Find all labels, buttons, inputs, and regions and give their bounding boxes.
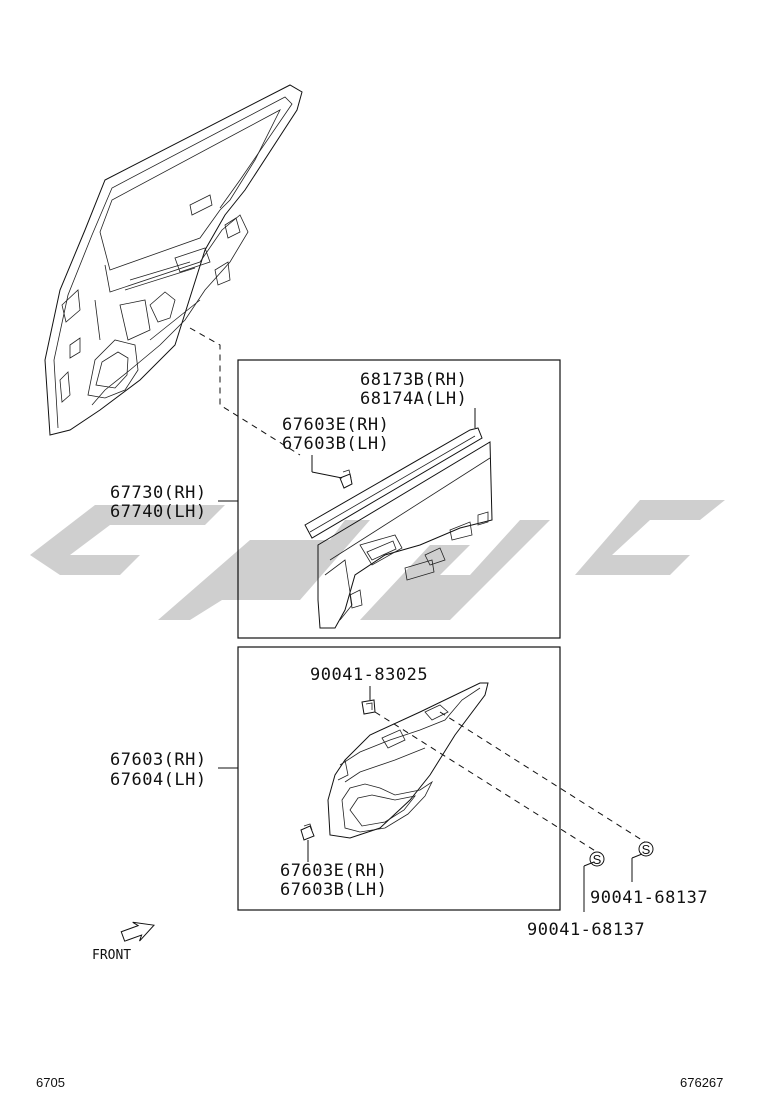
label-clip-lower-rh: 67603E(RH) bbox=[280, 861, 387, 881]
label-screw-bottom: 90041-68137 bbox=[527, 920, 645, 940]
lower-trim-drawing bbox=[327, 682, 489, 839]
door-frame-drawing bbox=[44, 84, 303, 436]
svg-text:S: S bbox=[642, 842, 651, 857]
screw-symbol-right: S bbox=[638, 841, 654, 857]
clip-mid-icon bbox=[361, 699, 376, 715]
label-clip-mid: 90041-83025 bbox=[310, 665, 428, 685]
svg-text:S: S bbox=[593, 852, 602, 867]
label-trim-lh: 67604(LH) bbox=[110, 770, 207, 790]
label-garnish-rh: 68173B(RH) bbox=[360, 370, 467, 390]
leader-screw-right-b bbox=[631, 853, 643, 859]
label-panel-upper-rh: 67730(RH) bbox=[110, 483, 207, 503]
leader-screw-bottom-dashed bbox=[374, 711, 598, 853]
footer-right-code: 676267 bbox=[680, 1075, 723, 1090]
label-garnish-lh: 68174A(LH) bbox=[360, 389, 467, 409]
label-clip-upper-lh: 67603B(LH) bbox=[282, 434, 389, 454]
watermark-logo bbox=[30, 500, 725, 620]
label-clip-lower-lh: 67603B(LH) bbox=[280, 880, 387, 900]
footer-left-code: 6705 bbox=[36, 1075, 65, 1090]
front-arrow-icon bbox=[120, 921, 155, 942]
clip-lower-icon bbox=[300, 823, 315, 841]
leader-screw-bottom-b bbox=[583, 861, 595, 867]
leader-clip-upper-b bbox=[311, 471, 343, 479]
leader-screw-right-dashed bbox=[439, 711, 646, 843]
screw-symbol-bottom: S bbox=[589, 851, 605, 867]
label-clip-upper-rh: 67603E(RH) bbox=[282, 415, 389, 435]
clip-upper-icon bbox=[339, 469, 353, 489]
upper-panel-drawing bbox=[304, 427, 493, 629]
upper-panel-box bbox=[237, 359, 561, 639]
label-panel-upper-lh: 67740(LH) bbox=[110, 502, 207, 522]
label-screw-right: 90041-68137 bbox=[590, 888, 708, 908]
front-label: FRONT bbox=[92, 948, 131, 963]
label-trim-rh: 67603(RH) bbox=[110, 750, 207, 770]
lower-panel-box bbox=[237, 646, 561, 911]
